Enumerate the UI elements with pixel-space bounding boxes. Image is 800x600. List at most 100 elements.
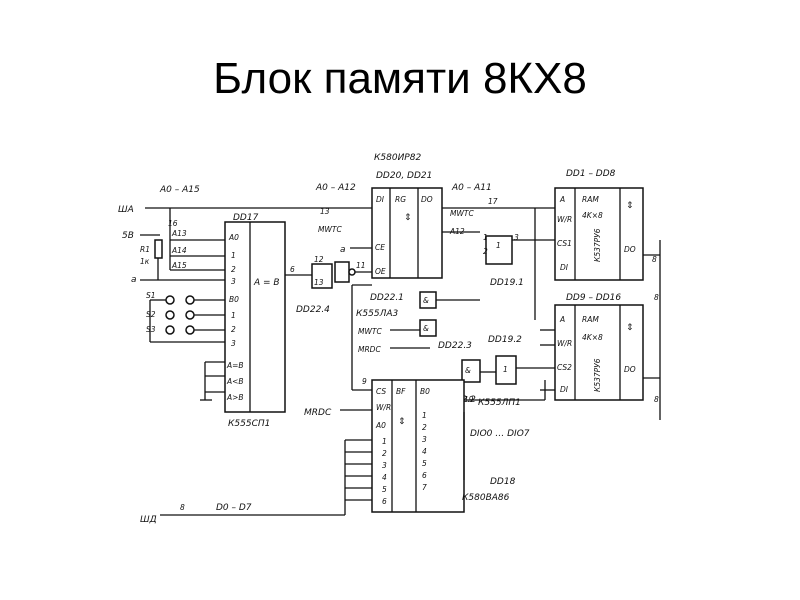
svg-text:3: 3 [514,233,519,242]
svg-text:A<B: A<B [226,377,244,386]
svg-text:CS2: CS2 [557,363,572,372]
svg-text:8: 8 [654,293,659,302]
svg-text:2: 2 [231,265,236,274]
label-r1-value: 1к [140,257,150,266]
dd1-arrow-icon: ⇕ [626,201,634,211]
svg-text:RAM: RAM [582,315,599,324]
svg-text:8: 8 [652,255,657,264]
svg-text:13: 13 [320,207,330,216]
chip-dd1-type: К537РУ6 [593,228,602,262]
svg-text:8: 8 [654,395,659,404]
gate-dd22-type: К555ЛА3 [356,309,398,319]
dd9-arrow-icon: ⇕ [626,323,634,333]
svg-text:DO: DO [624,365,636,374]
svg-text:W/R: W/R [376,403,391,412]
label-r1: R1 [140,245,150,254]
svg-text:6: 6 [382,497,387,506]
svg-text:3: 3 [231,339,236,348]
switch-s2 [165,310,175,320]
label-n16: 16 [168,219,178,228]
chip-dd17-name: DD17 [233,213,259,223]
svg-text:A0: A0 [375,421,386,430]
svg-text:DO: DO [421,195,433,204]
label-mrdc-2: MRDC [304,408,332,418]
svg-text:3: 3 [382,461,387,470]
gate-dd19-1-name: DD19.1 [490,278,524,288]
gate-dd22-2-name: DD22.3 [438,341,472,351]
svg-text:DO: DO [624,245,636,254]
resistor-r1 [154,239,163,259]
label-a13: A13 [171,229,187,238]
chip-dd20-dd21 [371,187,443,279]
label-mrdc-1: MRDC [358,345,381,354]
svg-text:DI: DI [560,263,569,272]
chip-dd9-name: DD9 – DD16 [566,293,621,303]
label-a-left: a [131,275,137,285]
gate-dd22-4 [311,263,333,289]
svg-text:RG: RG [395,195,406,204]
svg-text:1: 1 [422,411,427,420]
chip-dd20-name: DD20, DD21 [376,171,432,181]
chip-dd9-type: К537РУ6 [593,358,602,392]
dd17-function: A = B [253,278,280,288]
svg-text:7: 7 [422,483,427,492]
chip-dd1-dd8 [554,187,644,281]
svg-text:6: 6 [422,471,427,480]
label-a14: A14 [171,246,187,255]
svg-text:1: 1 [231,311,236,320]
svg-text:1: 1 [496,241,501,250]
svg-text:W/R: W/R [557,215,572,224]
label-a0a11: A0 – A11 [451,183,492,193]
chip-dd9-dd16 [554,304,644,401]
label-a0a15: A0 – A15 [159,185,200,195]
label-s3: S3 [146,325,156,334]
chip-dd18-name: DD18 [490,477,516,487]
svg-text:CS1: CS1 [557,239,572,248]
svg-text:1: 1 [483,233,488,242]
dd17-b0: B0 [229,295,239,304]
svg-text:6: 6 [290,265,295,274]
svg-text:5: 5 [422,459,427,468]
gate-dd22-2 [461,359,481,383]
svg-text:&: & [423,324,429,333]
svg-text:DI: DI [376,195,385,204]
svg-text:A: A [559,195,565,204]
svg-text:A=B: A=B [226,361,244,370]
svg-text:CE: CE [375,243,385,252]
svg-text:BF: BF [396,387,406,396]
gate-dd19-2-name: DD19.2 [488,335,522,345]
svg-text:9: 9 [362,377,367,386]
chip-dd17-type: К555СП1 [228,419,270,429]
svg-text:W/R: W/R [557,339,572,348]
label-s1: S1 [146,291,156,300]
svg-text:1: 1 [503,365,508,374]
chip-dd18-type: К580ВА86 [462,493,510,503]
label-mwtc-2: MWTC [450,209,474,218]
gate-dd22-4-name: DD22.4 [296,305,330,315]
switch-s1 [165,295,175,305]
svg-text:1: 1 [382,437,387,446]
svg-text:4K×8: 4K×8 [582,333,603,342]
svg-text:4: 4 [422,447,427,456]
dd17-a0: A0 [228,233,239,242]
gate-dd19-2 [495,355,517,385]
dd18-arrow-icon: ⇕ [398,417,406,427]
svg-text:OE: OE [375,267,386,276]
svg-text:A: A [559,315,565,324]
svg-text:&: & [423,296,429,305]
chip-dd1-name: DD1 – DD8 [566,169,616,179]
label-5v: 5В [122,231,134,241]
svg-text:2: 2 [483,247,488,256]
svg-text:4: 4 [382,473,387,482]
label-shd: ШД [140,515,157,525]
svg-text:4K×8: 4K×8 [582,211,603,220]
label-mwtc-1: MWTC [318,225,342,234]
svg-text:1: 1 [231,251,236,260]
svg-text:3: 3 [422,435,427,444]
svg-text:2: 2 [231,325,236,334]
svg-text:17: 17 [488,197,498,206]
svg-text:A>B: A>B [226,393,244,402]
svg-text:DI: DI [560,385,569,394]
gate-dd19-1 [485,235,513,265]
